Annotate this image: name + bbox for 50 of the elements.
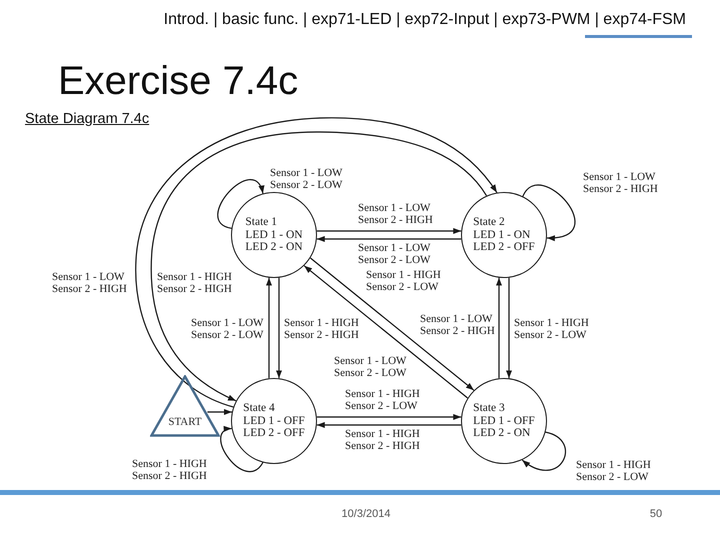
edge-label: Sensor 1 - HIGH Sensor 2 - LOW [345,389,421,412]
edge-label: Sensor 1 - HIGH Sensor 2 - HIGH [157,272,233,295]
edge-label: Sensor 1 - LOW Sensor 2 - HIGH [583,172,659,195]
edge-label: Sensor 1 - LOW Sensor 2 - HIGH [52,272,128,295]
transition-arrow [304,265,468,398]
led-status: LED 1 - ON [245,228,303,242]
edge-label: Sensor 1 - HIGH Sensor 2 - LOW [514,318,590,341]
slide-date: 10/3/2014 [342,508,390,521]
edge-label: Sensor 1 - HIGH Sensor 2 - HIGH [132,459,208,482]
self-loop-arrow [522,184,576,240]
start-arrow [207,408,232,416]
led-status: LED 2 - ON [245,241,303,254]
edge-label: Sensor 1 - HIGH Sensor 2 - HIGH [284,318,360,341]
transition-arrow [316,414,462,420]
start-triangle [150,375,220,437]
led-status: LED 1 - OFF [243,414,305,428]
edge-label: Sensor 1 - LOW Sensor 2 - LOW [334,356,408,379]
edge-label: Sensor 1 - HIGH Sensor 2 - LOW [366,270,442,293]
state-name: State 2 [473,216,505,229]
led-status: LED 2 - OFF [473,241,535,254]
diagram-heading: State Diagram 7.4c [25,111,150,128]
self-loop-arrow [217,179,264,229]
transition-arrow [266,278,272,378]
start-label: START [168,416,202,428]
edge-label: Sensor 1 - LOW Sensor 2 - LOW [191,318,265,341]
state-name: State 4 [243,402,275,415]
transition-arrow [496,278,502,378]
section-breadcrumb: Introd. | basic func. | exp71-LED | exp72-Input | exp73-PWM | exp74-FSM [164,10,686,29]
self-loop-arrow [220,428,264,472]
edge-label: Sensor 1 - HIGH Sensor 2 - LOW [576,460,652,483]
led-status: LED 1 - ON [473,228,530,242]
edge-label: Sensor 1 - HIGH Sensor 2 - HIGH [345,429,421,452]
page-number: 50 [650,508,662,521]
self-loop-arrow [522,432,566,471]
state-name: State 1 [245,216,278,229]
transition-arrow [276,278,282,378]
transition-arrow [316,236,462,242]
led-status: LED 1 - OFF [473,414,535,428]
transition-arrow [310,258,474,391]
transition-arrow [316,228,462,234]
edge-label: Sensor 1 - LOW Sensor 2 - HIGH [358,203,434,226]
edge-label: Sensor 1 - LOW Sensor 2 - HIGH [420,314,496,337]
edge-label: Sensor 1 - LOW Sensor 2 - LOW [358,243,432,266]
led-status: LED 2 - OFF [243,427,305,440]
transition-arrow [316,422,462,428]
state-name: State 3 [473,402,505,415]
edge-label: Sensor 1 - LOW Sensor 2 - LOW [270,168,344,191]
slide-title: Exercise 7.4c [58,58,298,104]
transition-arrow [506,278,512,378]
led-status: LED 2 - ON [473,427,530,440]
